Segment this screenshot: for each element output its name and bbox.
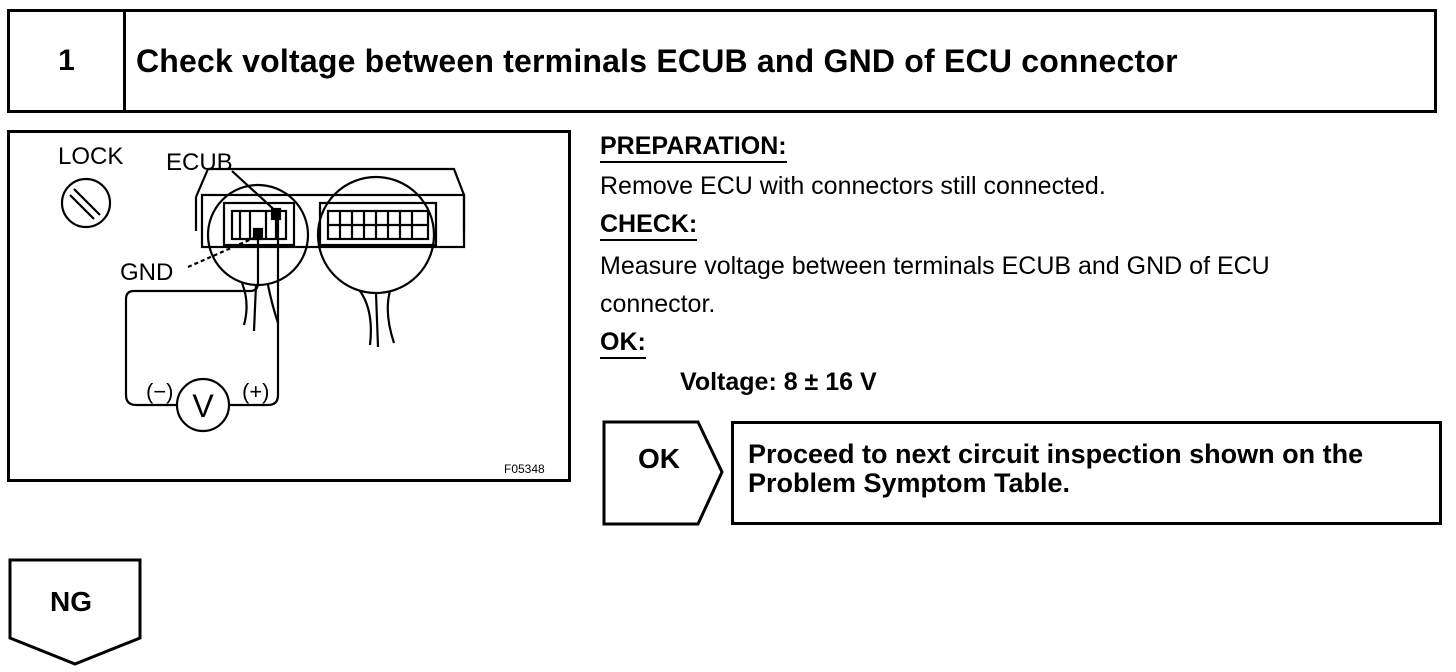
check-heading: CHECK: — [600, 212, 698, 241]
ok-arrow-icon — [602, 420, 724, 526]
figure-code: F05348 — [504, 462, 545, 476]
voltmeter-symbol: V — [192, 388, 214, 424]
check-text-line-1: Measure voltage between terminals ECUB a… — [600, 252, 1270, 280]
positive-lead — [228, 215, 280, 407]
ok-arrow-label: OK — [638, 443, 680, 474]
preparation-text: Remove ECU with connectors still connect… — [600, 172, 1106, 200]
lock-label: LOCK — [58, 143, 124, 170]
ecu-body — [194, 167, 466, 198]
ok-heading: OK: — [600, 330, 646, 359]
ecub-label: ECUB — [166, 149, 233, 176]
preparation-heading: PREPARATION: — [600, 134, 787, 163]
check-text-line-2: connector. — [600, 290, 716, 318]
step-title: Check voltage between terminals ECUB and… — [136, 42, 1178, 79]
ok-result-line-2: Problem Symptom Table. — [748, 468, 1071, 498]
ok-result-box: Proceed to next circuit inspection shown… — [731, 421, 1442, 525]
step-number: 1 — [10, 12, 126, 110]
ng-arrow-icon — [8, 558, 142, 666]
negative-lead — [124, 237, 260, 407]
step-header: 1 Check voltage between terminals ECUB a… — [7, 9, 1437, 113]
negative-terminal-label: (−) — [146, 379, 174, 404]
positive-terminal-label: (+) — [242, 379, 270, 404]
gnd-label: GND — [120, 259, 174, 286]
ok-voltage-spec: Voltage: 8 ± 16 V — [680, 368, 877, 396]
ng-arrow-label: NG — [50, 586, 92, 617]
voltmeter-icon — [175, 377, 231, 433]
ok-result-line-1: Proceed to next circuit inspection shown… — [748, 439, 1364, 469]
diagram-drawing: V — [60, 167, 466, 433]
ignition-lock-icon — [60, 177, 112, 229]
ok-result-text: Proceed to next circuit inspection shown… — [748, 440, 1363, 498]
wiring-diagram: V LOCK ECUB GND (−) (+) F05348 — [7, 130, 571, 482]
